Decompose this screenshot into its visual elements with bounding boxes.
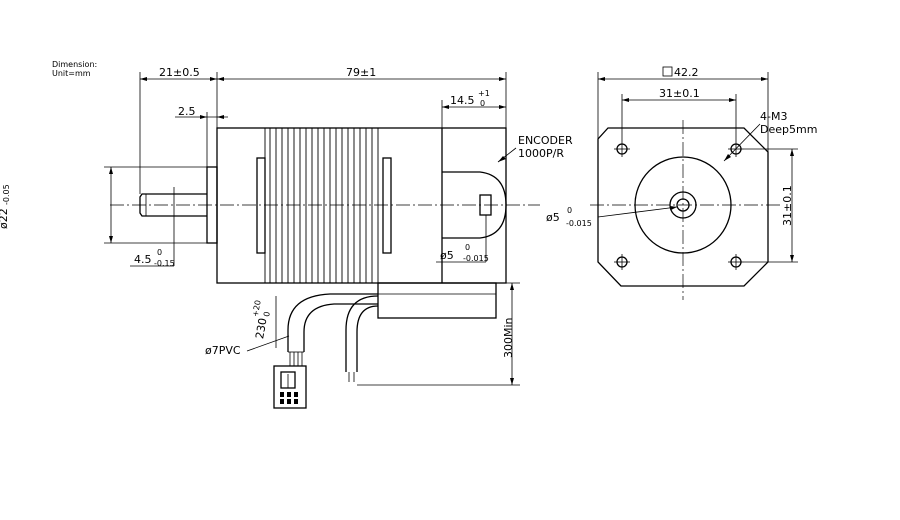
pilot-circle bbox=[634, 156, 732, 254]
hole-thread-spec: 4-M3 bbox=[760, 110, 787, 123]
cable-min-length-dimension: 300Min bbox=[502, 317, 515, 358]
svg-text:4.5: 4.5 bbox=[134, 253, 152, 266]
fin-end-left bbox=[256, 157, 266, 254]
shaft-boss bbox=[669, 191, 697, 219]
svg-text:0: 0 bbox=[567, 206, 572, 215]
lead-length-dimension: 230 +20 0 bbox=[251, 299, 272, 340]
encoder-cable-outer bbox=[345, 295, 379, 372]
front-view: 42.2 31±0.1 31±0.1 4-M3 Deep5mm ø5 0 -0.… bbox=[546, 66, 817, 300]
front-flange-outline bbox=[597, 127, 769, 287]
svg-text:+1: +1 bbox=[478, 89, 490, 98]
encoder-label: ENCODER bbox=[518, 134, 573, 147]
cable-housing bbox=[377, 282, 497, 319]
encoder-length-dimension: 14.5 +1 0 bbox=[450, 89, 490, 108]
unit-label: Unit=mm bbox=[52, 69, 91, 78]
lead-cable-inner bbox=[303, 303, 378, 352]
encoder-cover bbox=[442, 171, 507, 239]
svg-text:14.5: 14.5 bbox=[450, 94, 475, 107]
front-shaft-leader bbox=[597, 206, 678, 218]
svg-text:-0.05: -0.05 bbox=[2, 184, 11, 205]
cable-spec-label: ø7PVC bbox=[205, 344, 241, 357]
hole-spacing-vertical: 31±0.1 bbox=[781, 185, 794, 226]
unit-note: Dimension: Unit=mm bbox=[52, 60, 97, 78]
encoder-cable-inner bbox=[356, 305, 379, 372]
motor-connector bbox=[273, 365, 307, 409]
svg-text:230: 230 bbox=[253, 317, 269, 340]
square-symbol bbox=[662, 66, 673, 77]
side-view: 21±0.5 79±1 2.5 14.5 +1 0 ENCODER 1000P/… bbox=[0, 66, 573, 409]
hole-spec-leader bbox=[723, 123, 761, 162]
hole-depth-spec: Deep5mm bbox=[760, 123, 817, 136]
dimension-heading: Dimension: bbox=[52, 60, 97, 69]
rear-shaft-diameter-dimension: ø5 0 -0.015 bbox=[440, 243, 489, 263]
rear-shaft bbox=[479, 194, 492, 216]
front-shaft-end bbox=[676, 198, 690, 212]
pilot-diameter-dimension: ø22 0 -0.05 bbox=[0, 184, 11, 229]
svg-text:ø5: ø5 bbox=[546, 211, 560, 224]
svg-text:0: 0 bbox=[465, 243, 470, 252]
flange-square-dimension: 42.2 bbox=[674, 66, 699, 79]
shaft-flat-dimension: 4.5 0 -0.15 bbox=[134, 248, 175, 268]
lead-cable-outer bbox=[287, 293, 378, 352]
svg-text:0: 0 bbox=[480, 99, 485, 108]
svg-text:-0.015: -0.015 bbox=[566, 219, 592, 228]
body-length-dimension: 79±1 bbox=[346, 66, 376, 79]
svg-text:ø5: ø5 bbox=[440, 249, 454, 262]
encoder-resolution: 1000P/R bbox=[518, 147, 564, 160]
mounting-holes bbox=[614, 141, 744, 270]
shaft-length-dimension: 21±0.5 bbox=[159, 66, 200, 79]
svg-text:-0.15: -0.15 bbox=[154, 259, 175, 268]
front-shaft-diameter-dimension: ø5 0 -0.015 bbox=[546, 206, 592, 228]
cooling-fins bbox=[256, 128, 392, 283]
flange-thickness-dimension: 2.5 bbox=[178, 105, 196, 118]
svg-text:0: 0 bbox=[157, 248, 162, 257]
svg-text:ø22: ø22 bbox=[0, 208, 10, 229]
svg-text:+20: +20 bbox=[251, 299, 263, 317]
cable-spec-leader bbox=[246, 335, 290, 352]
svg-text:-0.015: -0.015 bbox=[463, 254, 489, 263]
front-shaft bbox=[139, 193, 207, 217]
fin-end-right bbox=[382, 157, 392, 254]
hole-spacing-horizontal: 31±0.1 bbox=[659, 87, 700, 100]
svg-text:0: 0 bbox=[262, 311, 272, 318]
